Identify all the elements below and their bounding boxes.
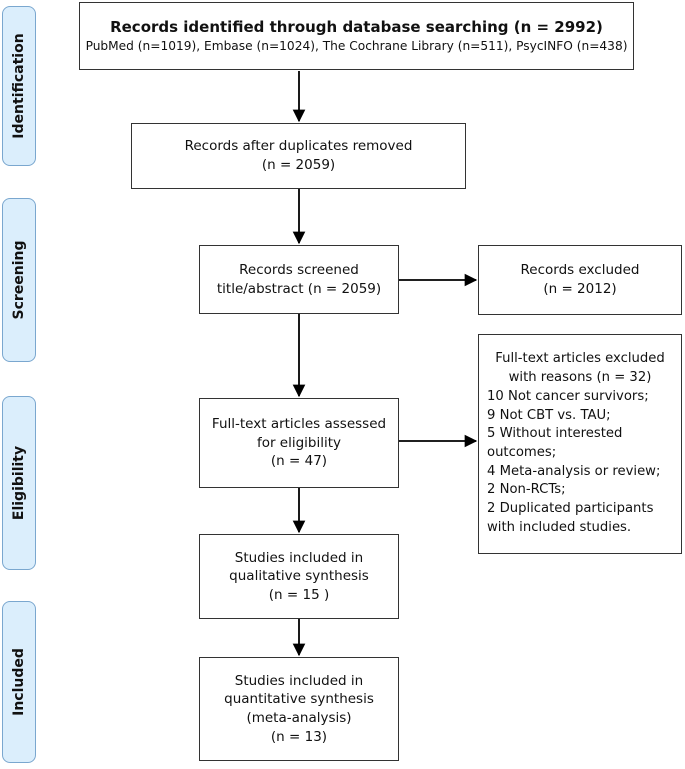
qualitative-synthesis-box: Studies included in qualitative synthesi… [199, 534, 399, 619]
quantitative-line-3: (meta-analysis) [246, 710, 352, 726]
records-after-duplicates-box: Records after duplicates removed (n = 20… [131, 123, 466, 189]
exclusion-reason: 9 Not CBT vs. TAU; [487, 407, 611, 423]
exclusion-reason: 5 Without interested [487, 426, 623, 442]
records-identified-box: Records identified through database sear… [79, 2, 634, 70]
records-identified-sources: PubMed (n=1019), Embase (n=1024), The Co… [85, 38, 628, 53]
exclusion-reason: 2 Duplicated participants [487, 501, 654, 517]
records-identified-title: Records identified through database sear… [110, 18, 603, 37]
after-duplicates-line-2: (n = 2059) [261, 157, 336, 173]
phase-screening: Screening [2, 198, 36, 362]
excluded-line-1: Records excluded [520, 262, 640, 279]
fulltext-excluded-heading-2: with reasons (n = 32) [508, 370, 652, 386]
screened-line-2: title/abstract (n = 2059) [216, 280, 382, 297]
quantitative-line-4: (n = 13) [270, 728, 328, 745]
fulltext-assessed-box: Full-text articles assessed for eligibil… [199, 398, 399, 488]
fulltext-excluded-heading-1: Full-text articles excluded [495, 351, 665, 367]
after-duplicates-line-1: Records after duplicates removed [184, 138, 413, 155]
qualitative-line-2: qualitative synthesis [229, 568, 369, 585]
records-excluded-box: Records excluded (n = 2012) [478, 245, 682, 315]
quantitative-synthesis-box: Studies included in quantitative synthes… [199, 657, 399, 761]
qualitative-line-1: Studies included in [234, 549, 364, 566]
exclusion-reason: 2 Non-RCTs; [487, 482, 566, 498]
screened-line-1: Records screened [239, 261, 359, 278]
fulltext-excluded-box: Full-text articles excluded with reasons… [478, 334, 682, 554]
quantitative-line-2: quantitative synthesis [224, 691, 374, 708]
exclusion-reason: 10 Not cancer survivors; [487, 388, 649, 404]
excluded-line-2: (n = 2012) [543, 281, 617, 297]
assessed-line-3: (n = 47) [270, 453, 328, 470]
exclusion-reason: with included studies. [487, 519, 632, 535]
quantitative-line-1: Studies included in [234, 672, 364, 689]
phase-identification: Identification [2, 6, 36, 166]
assessed-line-2: for eligibility [256, 434, 342, 451]
assessed-line-1: Full-text articles assessed [211, 416, 387, 433]
phase-included: Included [2, 601, 36, 763]
phase-eligibility: Eligibility [2, 396, 36, 570]
exclusion-reason: outcomes; [487, 445, 557, 460]
qualitative-line-3: (n = 15 ) [268, 586, 330, 603]
exclusion-reason: 4 Meta-analysis or review; [487, 463, 661, 479]
records-screened-box: Records screened title/abstract (n = 205… [199, 245, 399, 314]
